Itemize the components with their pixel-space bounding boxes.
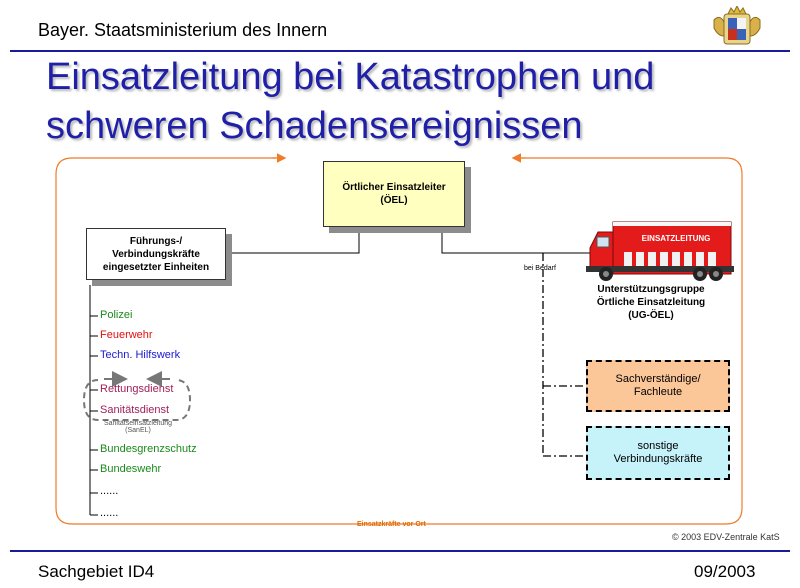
unit-polizei: Polizei bbox=[100, 309, 133, 321]
sonstige-box: sonstige Verbindungskräfte bbox=[586, 426, 730, 480]
unit-feuerwehr: Feuerwehr bbox=[100, 329, 153, 341]
slide-title-line2: schweren Schadensereignissen bbox=[46, 105, 583, 147]
coat-of-arms-icon bbox=[713, 6, 761, 45]
unit-sanitaetsdienst: Sanitätsdienst bbox=[100, 404, 170, 416]
rettung-sanitaet-loop bbox=[82, 379, 192, 421]
sach-line2: Fachleute bbox=[633, 386, 683, 398]
unit-bundeswehr: Bundeswehr bbox=[100, 463, 162, 475]
oel-box: Örtlicher Einsatzleiter (ÖEL) bbox=[323, 161, 465, 227]
ug-line3: (UG-ÖEL) bbox=[628, 310, 674, 321]
unit-more-1: ...... bbox=[100, 485, 119, 497]
units-ticks bbox=[90, 315, 98, 516]
sach-line1: Sachverständige/ bbox=[615, 373, 701, 385]
footer-date: 09/2003 bbox=[694, 562, 756, 581]
einsatzkraefte-vor-ort-label: Einsatzkräfte vor Ort bbox=[357, 521, 426, 528]
copyright-note: © 2003 EDV-Zentrale KatS bbox=[672, 532, 780, 542]
fuehrung-line3: eingesetzter Einheiten bbox=[102, 261, 210, 273]
ug-oel-label: Unterstützungsgruppe Örtliche Einsatzlei… bbox=[580, 283, 722, 322]
unit-bgs: Bundesgrenzschutz bbox=[100, 443, 197, 455]
fuehrung-line2: Verbindungskräfte bbox=[112, 248, 200, 260]
header-rule bbox=[10, 50, 790, 52]
ug-line1: Unterstützungsgruppe bbox=[597, 284, 705, 295]
unit-thw: Techn. Hilfswerk bbox=[100, 349, 181, 361]
oel-title: Örtlicher Einsatzleiter bbox=[342, 182, 446, 193]
footer-rule bbox=[10, 550, 790, 552]
fuehrung-box: Führungs-/ Verbindungskräfte eingesetzte… bbox=[86, 228, 226, 280]
slide-title-line1: Einsatzleitung bei Katastrophen und bbox=[46, 56, 655, 98]
sanel-label: Sanitätseinsatzleitung (SanEL) bbox=[98, 420, 178, 434]
fuehrung-line1: Führungs-/ bbox=[129, 235, 183, 247]
einsatzleitung-truck-icon: EINSATZLEITUNG bbox=[586, 221, 734, 281]
connector-oel-ug bbox=[441, 227, 590, 254]
sanel-line2: (SanEL) bbox=[125, 427, 151, 434]
footer-section: Sachgebiet ID4 bbox=[38, 562, 155, 581]
sachverstaendige-box: Sachverständige/ Fachleute bbox=[586, 360, 730, 412]
unit-more-2: ...... bbox=[100, 507, 119, 519]
ministry-name: Bayer. Staatsministerium des Innern bbox=[38, 20, 328, 40]
unit-rettungsdienst: Rettungsdienst bbox=[100, 383, 174, 395]
sanel-line1: Sanitätseinsatzleitung bbox=[103, 420, 173, 427]
ug-line2: Örtliche Einsatzleitung bbox=[596, 297, 706, 308]
bei-bedarf-label: bei Bedarf bbox=[524, 265, 556, 272]
sonst-line2: Verbindungskräfte bbox=[613, 453, 703, 465]
oel-abbrev: (ÖEL) bbox=[380, 195, 408, 206]
truck-label: EINSATZLEITUNG bbox=[642, 234, 711, 243]
sonst-line1: sonstige bbox=[637, 440, 679, 452]
orange-frame-left bbox=[55, 157, 743, 525]
connector-oel-fuehrung bbox=[232, 227, 360, 254]
